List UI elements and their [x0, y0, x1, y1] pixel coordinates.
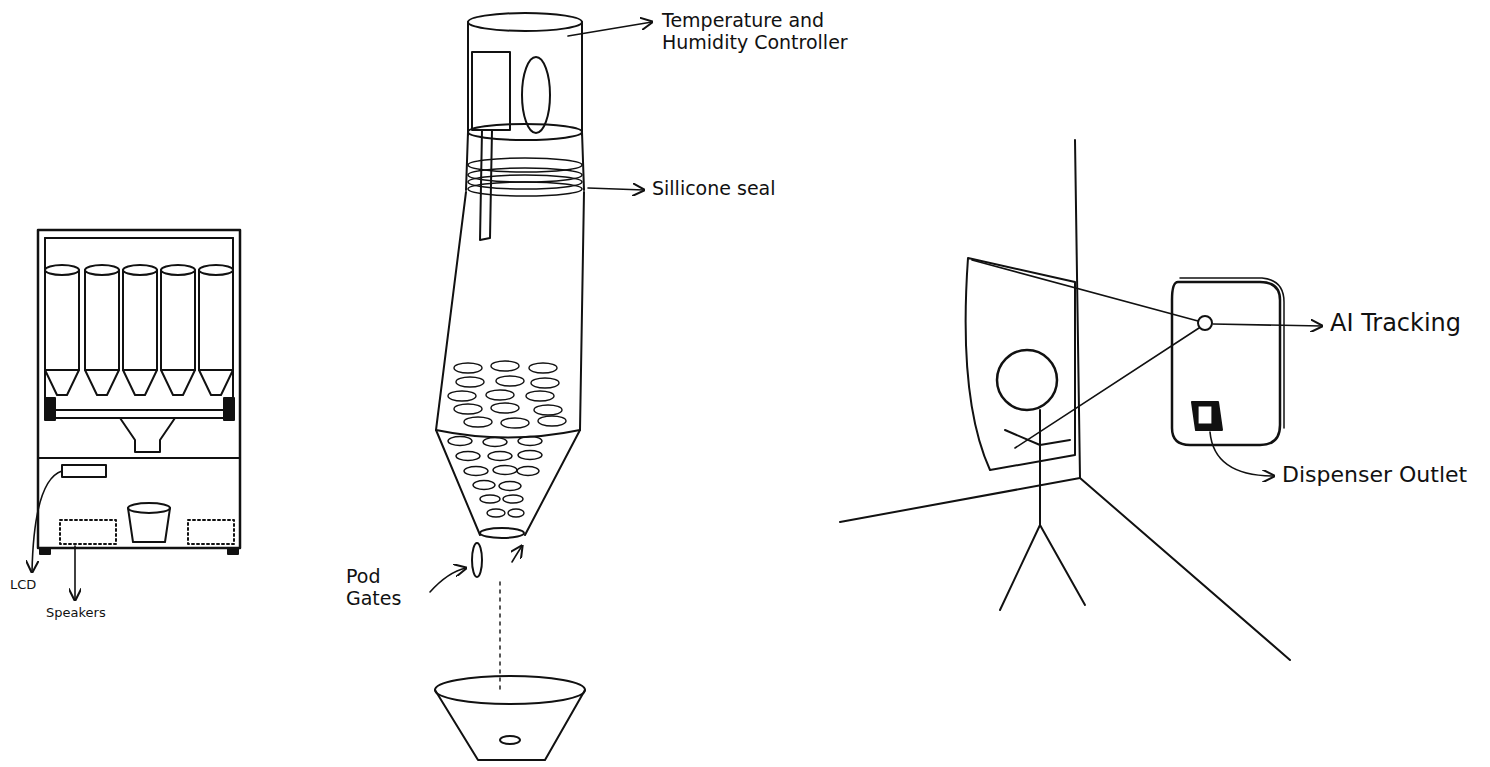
- speaker-grille: [60, 520, 116, 544]
- camera-lens: [1198, 316, 1212, 330]
- part-label: Speakers: [46, 606, 106, 621]
- part-label: Pod Gates: [346, 566, 424, 610]
- part-label: LCD: [10, 578, 36, 593]
- lcd-screen: [62, 465, 106, 477]
- part-label: Dispenser Outlet: [1282, 462, 1467, 487]
- part-label: AI Tracking: [1330, 310, 1461, 338]
- sensor-probe: [480, 130, 492, 240]
- outlet-slot: [1192, 402, 1222, 430]
- pods: [448, 361, 566, 517]
- display-screen: [966, 258, 1075, 470]
- controller-unit: [472, 52, 510, 130]
- pod-tube-detail: [435, 13, 585, 760]
- pod-gate: [472, 543, 482, 577]
- humidity-sensor: [522, 57, 550, 133]
- pod-tubes: [45, 265, 233, 395]
- silicone-seal: [468, 158, 582, 196]
- person-head: [997, 350, 1057, 410]
- room-scene: [840, 140, 1290, 660]
- machine-front: [38, 230, 240, 554]
- leader-lines: [32, 22, 1322, 600]
- collection-cup: [435, 676, 585, 704]
- part-label: Temperature and Humidity Controller: [662, 10, 862, 54]
- part-label: Sillicone seal: [652, 178, 776, 200]
- speaker-grille: [188, 520, 234, 544]
- dispenser-unit: [1172, 282, 1280, 445]
